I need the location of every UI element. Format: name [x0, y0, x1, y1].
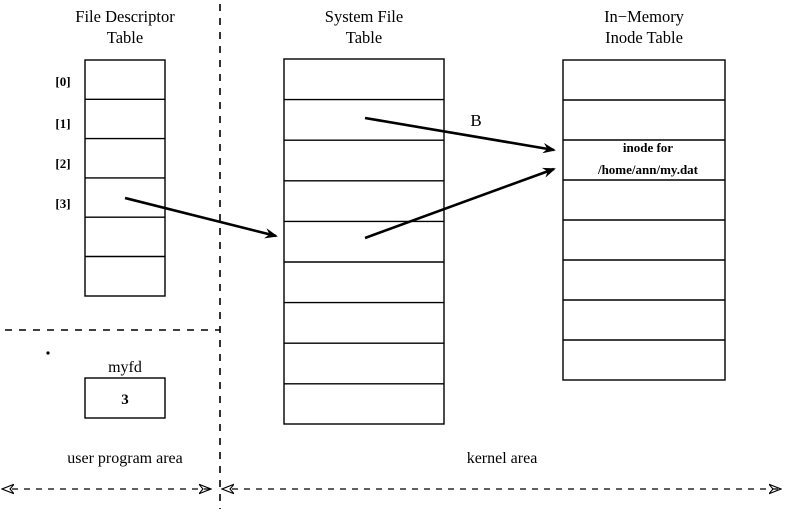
- fd-cell-2[interactable]: [85, 139, 165, 178]
- fd-index-label-2: [2]: [55, 156, 70, 171]
- sft-cell-8[interactable]: [284, 384, 444, 424]
- inode-cell-0[interactable]: [563, 60, 725, 100]
- stray-dot-mark: [46, 351, 50, 355]
- myfd-label: myfd: [108, 359, 142, 376]
- sft-cell-0[interactable]: [284, 59, 444, 100]
- fd-index-label-0: [0]: [55, 74, 70, 89]
- fd-cell-3[interactable]: [85, 178, 165, 217]
- arrow-fd-to-system-file-table: [124, 196, 278, 239]
- sft-cell-4[interactable]: [284, 221, 444, 262]
- user-program-area-group: user program area: [12, 450, 210, 489]
- inode-cell-6[interactable]: [563, 300, 725, 340]
- inode-cell-3[interactable]: [563, 180, 725, 220]
- inode-cell-7[interactable]: [563, 340, 725, 380]
- inode-cell-text-line1: inode for: [623, 140, 673, 155]
- sft-cell-5[interactable]: [284, 262, 444, 303]
- sft-cell-6[interactable]: [284, 303, 444, 344]
- kernel-area-group: kernel area: [232, 450, 780, 489]
- arrow-label-b: B: [470, 111, 481, 130]
- system-file-table-outline: [283, 58, 445, 425]
- inode-cell-4[interactable]: [563, 220, 725, 260]
- sft-cell-3[interactable]: [284, 181, 444, 222]
- myfd-variable: myfd 3: [84, 359, 166, 419]
- user-program-area-label: user program area: [67, 450, 183, 467]
- arrow-system-file-table-to-inode-upper: [364, 116, 556, 154]
- fd-cell-5[interactable]: [85, 257, 165, 296]
- inode-cell-5[interactable]: [563, 260, 725, 300]
- system-file-table-title-line2: Table: [346, 28, 382, 47]
- file-descriptor-table-title-line1: File Descriptor: [75, 7, 175, 26]
- myfd-value: 3: [121, 392, 129, 408]
- sft-cell-7[interactable]: [284, 343, 444, 384]
- kernel-area-label: kernel area: [467, 450, 538, 467]
- inode-table-title-line2: Inode Table: [605, 28, 683, 47]
- arrow-system-file-table-to-inode-lower: [364, 167, 556, 240]
- sft-cell-1[interactable]: [284, 100, 444, 141]
- in-memory-inode-table: In−Memory Inode Table inode for /home/an…: [562, 7, 726, 381]
- fd-index-label-3: [3]: [55, 196, 70, 211]
- inode-table-title-line1: In−Memory: [604, 7, 685, 26]
- system-file-table-title-line1: System File: [325, 7, 403, 26]
- sft-cell-2[interactable]: [284, 140, 444, 181]
- fd-cell-4[interactable]: [85, 217, 165, 256]
- file-descriptor-table: File Descriptor Table [0] [1] [2] [3]: [55, 7, 175, 297]
- fd-index-label-1: [1]: [55, 116, 70, 131]
- file-descriptor-table-title-line2: Table: [107, 28, 143, 47]
- myfd-box[interactable]: [84, 377, 166, 419]
- fd-cell-0[interactable]: [85, 60, 165, 99]
- inode-cell-1[interactable]: [563, 100, 725, 140]
- system-file-table: System File Table: [283, 7, 445, 425]
- fd-cell-1[interactable]: [85, 99, 165, 138]
- inode-cell-text-line2: /home/ann/my.dat: [597, 162, 699, 177]
